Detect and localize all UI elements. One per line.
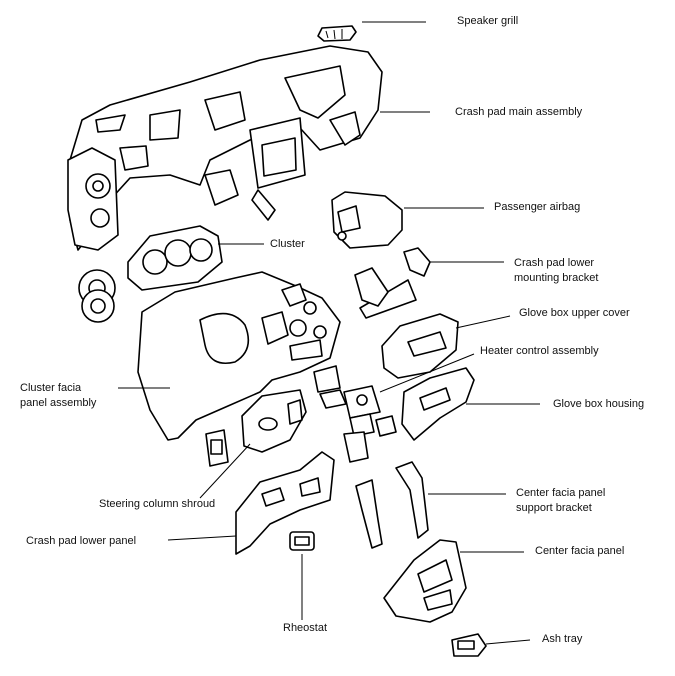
label-center-facia-bracket-line2: support bracket	[516, 502, 592, 514]
round-vent-part	[78, 269, 116, 323]
steering-column-shroud-part	[241, 389, 307, 453]
crash-pad-lower-panel-part	[235, 451, 335, 555]
cluster-facia-part	[137, 271, 341, 441]
glove-box-upper-cover-part	[381, 313, 459, 379]
label-speaker-grill: Speaker grill	[457, 15, 519, 27]
label-center-facia-bracket-line1: Center facia panel	[516, 487, 606, 499]
label-crash-pad-lower-bracket-line1: Crash pad lower	[514, 257, 595, 269]
label-crash-pad-main-assembly: Crash pad main assembly	[455, 106, 583, 118]
label-crash-pad-lower-bracket-line2: mounting bracket	[514, 272, 599, 284]
label-cluster-facia-line1: Cluster facia	[20, 382, 82, 394]
label-glove-box-upper-cover: Glove box upper cover	[519, 307, 630, 319]
label-passenger-airbag: Passenger airbag	[494, 201, 581, 213]
cluster-part	[127, 225, 223, 291]
crash-pad-lower-bracket-part	[354, 247, 431, 319]
center-facia-bracket-part	[355, 461, 429, 549]
label-glove-box-housing: Glove box housing	[553, 398, 645, 410]
label-heater-control-assembly: Heater control assembly	[480, 345, 599, 357]
label-center-facia-panel: Center facia panel	[535, 545, 625, 557]
passenger-airbag-part	[331, 191, 403, 249]
ash-tray-part	[451, 633, 487, 657]
speaker-grill-part	[317, 25, 357, 42]
switch-part	[205, 429, 229, 467]
rheostat-part	[289, 531, 315, 551]
label-steering-column-shroud: Steering column shroud	[99, 498, 216, 510]
label-crash-pad-lower-panel: Crash pad lower panel	[26, 535, 137, 547]
label-ash-tray: Ash tray	[542, 633, 583, 645]
center-facia-panel-part	[383, 539, 467, 623]
label-rheostat: Rheostat	[283, 622, 328, 634]
heater-control-part	[313, 365, 397, 463]
leader-lines	[118, 21, 540, 645]
label-cluster-facia-line2: panel assembly	[20, 397, 97, 409]
glove-box-housing-part	[401, 367, 475, 441]
label-cluster: Cluster	[270, 238, 305, 250]
crash-pad-main-part	[67, 45, 383, 251]
